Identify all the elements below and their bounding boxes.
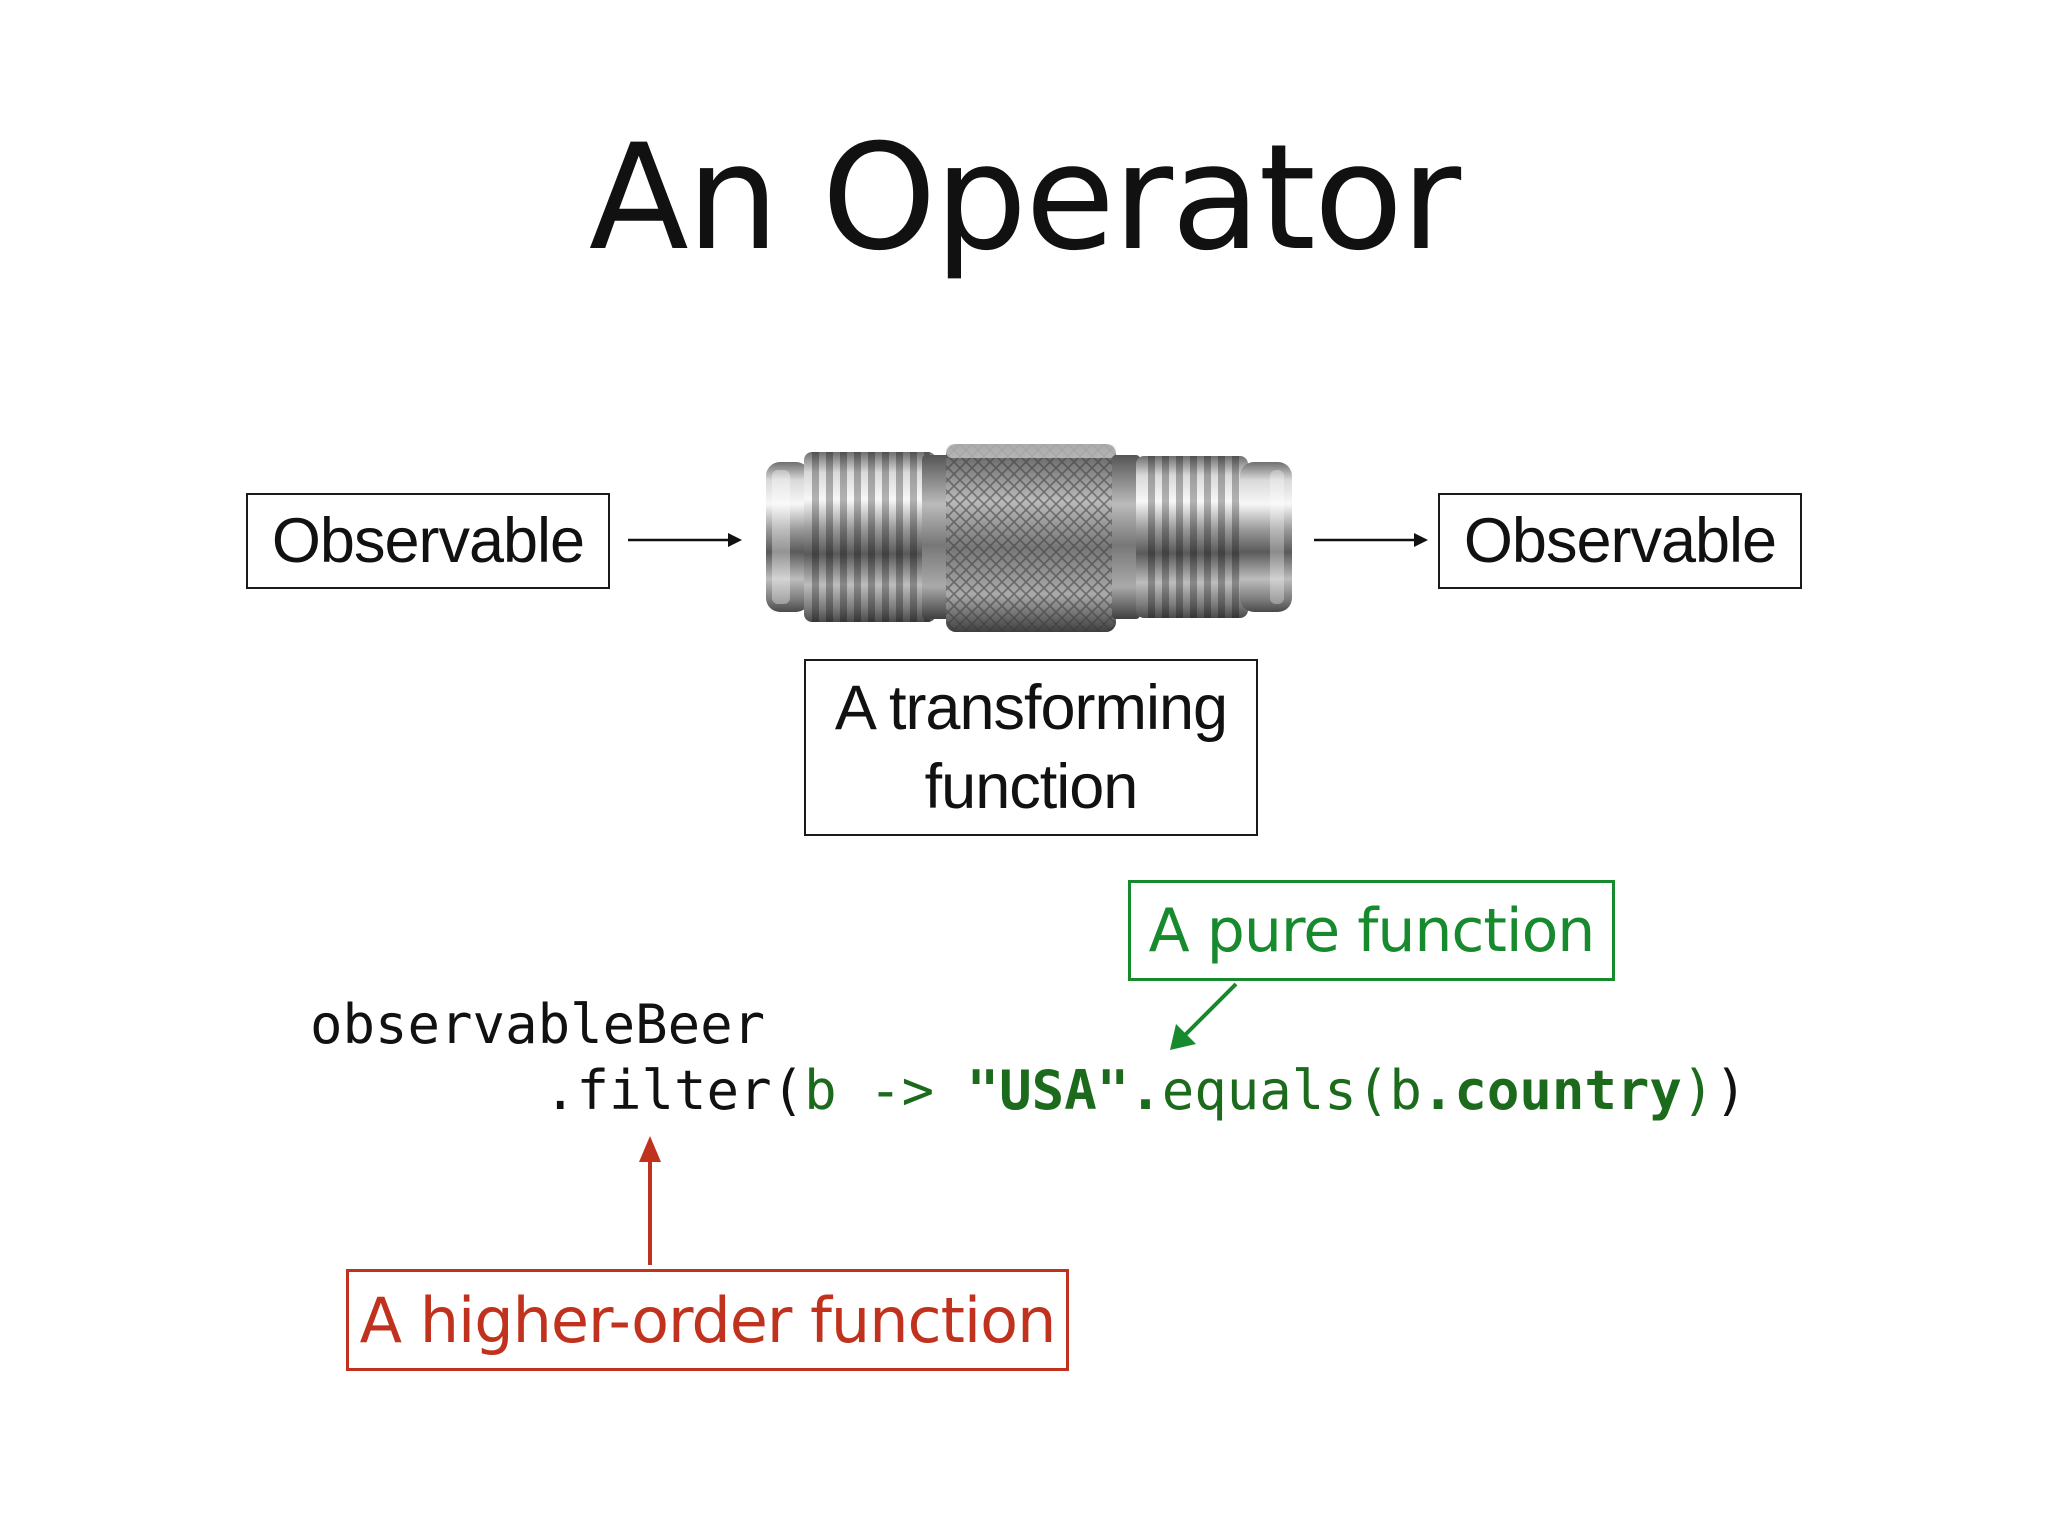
input-observable-label: Observable <box>271 506 585 576</box>
transforming-function-label-line1: A transforming <box>834 672 1228 743</box>
higher-order-function-label: A higher-order function <box>359 1283 1057 1357</box>
code-arg-object: b <box>1389 1059 1422 1122</box>
code-arg-field: .country <box>1421 1059 1682 1122</box>
higher-order-function-callout: A higher-order function <box>346 1269 1069 1371</box>
pure-function-callout: A pure function <box>1128 880 1615 981</box>
coaxial-connector-image <box>766 444 1292 632</box>
input-observable-box: Observable <box>246 493 610 589</box>
code-close-outer: ) <box>1714 1059 1747 1122</box>
code-dot: . <box>1129 1059 1162 1122</box>
pure-function-arrow <box>1170 982 1238 1050</box>
output-observable-label: Observable <box>1463 506 1777 576</box>
higher-order-function-arrow <box>639 1136 661 1265</box>
pure-function-label: A pure function <box>1148 895 1596 966</box>
input-arrow <box>628 533 742 547</box>
transforming-function-box: A transforming function <box>804 659 1258 836</box>
code-close-inner: ) <box>1681 1059 1715 1122</box>
code-line-filter: .filter(b -> "USA".equals(b.country)) <box>544 1058 1747 1124</box>
code-line-receiver: observableBeer <box>310 992 765 1058</box>
code-equals-call: equals( <box>1161 1059 1390 1122</box>
code-lambda-param: b <box>804 1059 837 1122</box>
code-string-literal: "USA" <box>966 1059 1130 1122</box>
transforming-function-label-line2: function <box>924 751 1139 822</box>
slide-title: An Operator <box>588 113 1461 283</box>
code-filter-call: .filter( <box>544 1059 805 1122</box>
output-observable-box: Observable <box>1438 493 1802 589</box>
code-lambda-arrow: -> <box>836 1059 967 1122</box>
code-receiver: observableBeer <box>310 993 766 1056</box>
output-arrow <box>1314 533 1428 547</box>
